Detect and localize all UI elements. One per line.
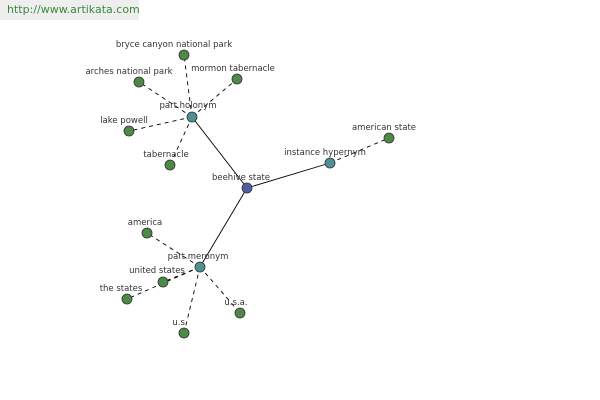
edge-part-meronym-to-united-states	[162, 266, 201, 283]
node-label-lake-powell: lake powell	[100, 116, 148, 126]
edge-instance-hypernym-to-american-state	[329, 137, 390, 164]
edge-part-meronym-to-us	[183, 266, 201, 334]
node-label-the-states: the states	[100, 284, 143, 294]
node-mormon-tabernacle[interactable]	[231, 73, 243, 85]
edge-part-holonym-to-arches-national-park	[138, 81, 193, 118]
labels-layer: beehive state part holonym instance hypern…	[85, 40, 416, 328]
edge-part-holonym-to-bryce-canyon-national-park	[183, 54, 193, 118]
edge-beehive-state-to-part-meronym	[199, 187, 248, 268]
node-label-united-states: united states	[129, 266, 185, 276]
node-bryce-canyon-national-park[interactable]	[178, 49, 190, 61]
edge-part-holonym-to-mormon-tabernacle	[191, 78, 238, 118]
node-lake-powell[interactable]	[123, 125, 135, 137]
node-label-us: u.s.	[172, 318, 187, 328]
node-part-holonym[interactable]	[186, 111, 198, 123]
node-american-state[interactable]	[383, 132, 395, 144]
node-the-states[interactable]	[121, 293, 133, 305]
edge-part-holonym-to-lake-powell	[128, 116, 193, 132]
node-label-bryce-canyon-national-park: bryce canyon national park	[116, 40, 232, 50]
node-tabernacle[interactable]	[164, 159, 176, 171]
node-us[interactable]	[178, 327, 190, 339]
site-url-link[interactable]: http://www.artikata.com	[0, 0, 139, 20]
node-label-arches-national-park: arches national park	[85, 67, 172, 77]
node-label-america: america	[128, 218, 162, 228]
node-beehive-state[interactable]	[241, 182, 253, 194]
node-label-usa: u.s.a.	[224, 298, 247, 308]
node-arches-national-park[interactable]	[133, 76, 145, 88]
node-label-beehive-state: beehive state	[212, 173, 270, 183]
node-label-instance-hypernym: instance hypernym	[284, 148, 366, 158]
edge-beehive-state-to-part-holonym	[191, 116, 248, 189]
node-label-part-meronym: part meronym	[168, 252, 229, 262]
node-label-part-holonym: part holonym	[160, 101, 217, 111]
nodes-layer	[121, 49, 395, 339]
edge-part-meronym-to-the-states	[126, 266, 201, 300]
edge-part-meronym-to-usa	[199, 266, 241, 314]
node-part-meronym[interactable]	[194, 261, 206, 273]
node-united-states[interactable]	[157, 276, 169, 288]
node-label-tabernacle: tabernacle	[143, 150, 188, 160]
edge-beehive-state-to-instance-hypernym	[246, 162, 331, 189]
edges-layer	[126, 54, 390, 334]
node-america[interactable]	[141, 227, 153, 239]
edge-part-holonym-to-tabernacle	[169, 116, 193, 166]
node-label-american-state: american state	[352, 123, 416, 133]
edge-part-meronym-to-america	[146, 232, 201, 268]
node-label-mormon-tabernacle: mormon tabernacle	[191, 64, 275, 74]
node-usa[interactable]	[234, 307, 246, 319]
node-instance-hypernym[interactable]	[324, 157, 336, 169]
